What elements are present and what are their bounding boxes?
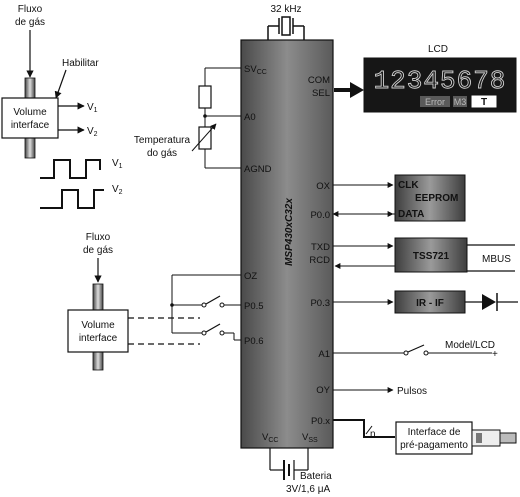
pin-agnd: AGND <box>244 164 272 175</box>
lcd-title: LCD <box>428 44 448 55</box>
eeprom-name: EEPROM <box>415 193 458 204</box>
pulsos-output: Pulsos <box>333 386 427 397</box>
out-v1: V1 <box>87 102 98 114</box>
flow-label-bottom-1: Fluxo <box>86 232 111 243</box>
lcd-flag-mid: M3 <box>454 97 467 107</box>
waveform-diagram: V1 V2 <box>40 158 123 209</box>
out-v2: V2 <box>87 126 98 138</box>
pin-vss: VSS <box>302 432 318 444</box>
mbus-label: MBUS <box>482 254 511 265</box>
model-lcd-sign: + <box>492 349 498 360</box>
pin-svcc: SVCC <box>244 64 267 76</box>
volume-bottom-label-1: Volume <box>81 320 115 331</box>
pin-vcc: VCC <box>262 432 278 444</box>
pin-p06: P0.6 <box>244 336 264 347</box>
volume-bottom-label-2: interface <box>79 333 118 344</box>
battery-label-1: Bateria <box>300 471 332 482</box>
mcu-chip: MSP430xC32x SVCC A0 AGND OZ P0.5 P0.6 CO… <box>240 39 334 449</box>
prepay-label-1: Interface de <box>408 427 461 438</box>
pin-p03: P0.3 <box>310 298 330 309</box>
eeprom-data: DATA <box>398 209 424 220</box>
pin-com: COM <box>308 75 330 86</box>
ir-module: IR - IF <box>333 290 518 314</box>
temperature-label-1: Temperatura <box>134 135 191 146</box>
pin-p00: P0.0 <box>310 210 330 221</box>
flow-label-top-1: Fluxo <box>18 4 43 15</box>
eeprom-clk: CLK <box>398 180 419 191</box>
volume-top-label-1: Volume <box>13 107 47 118</box>
eeprom-module: CLK EEPROM DATA <box>332 174 466 222</box>
pin-rcd: RCD <box>309 255 330 266</box>
model-lcd-switch: Model/LCD + <box>333 340 498 360</box>
reed-switches <box>170 274 241 341</box>
volume-interface-bottom: Fluxo de gás Volume interface <box>67 232 200 371</box>
temperature-label-2: do gás <box>147 148 177 159</box>
pin-sel: SEL <box>312 88 330 99</box>
ir-led-icon <box>482 294 496 310</box>
volume-interface-top: Fluxo de gás Habilitar Volume interface … <box>1 4 99 159</box>
pin-a0: A0 <box>244 112 256 123</box>
pin-a1: A1 <box>318 349 330 360</box>
model-lcd-label: Model/LCD <box>445 340 495 351</box>
enable-label: Habilitar <box>62 58 99 69</box>
wave-v1: V1 <box>112 158 123 170</box>
flow-label-top-2: de gás <box>15 17 45 28</box>
volume-top-label-2: interface <box>11 120 50 131</box>
pin-oy: OY <box>316 385 330 396</box>
flow-label-bottom-2: de gás <box>83 245 113 256</box>
lcd-display: LCD 12345678 Error M3 T <box>334 44 517 113</box>
battery: Bateria 3V/1,6 μA <box>269 448 332 495</box>
prepayment-interface: n Interface de pré-pagamento <box>333 419 517 455</box>
prepay-label-2: pré-pagamento <box>400 440 468 451</box>
pin-p05: P0.5 <box>244 301 264 312</box>
battery-label-2: 3V/1,6 μA <box>286 484 330 495</box>
ir-name: IR - IF <box>416 298 444 309</box>
crystal-oscillator: 32 kHz <box>267 4 305 40</box>
pin-p0x: P0.x <box>311 416 330 427</box>
tss-name: TSS721 <box>413 251 450 262</box>
tss721-module: TSS721 MBUS <box>333 237 515 273</box>
prepay-bus-n: n <box>370 429 376 440</box>
lcd-digits: 12345678 <box>374 66 507 96</box>
pulsos-label: Pulsos <box>397 386 427 397</box>
pin-oz: OZ <box>244 271 257 282</box>
wave-v2: V2 <box>112 184 123 196</box>
crystal-label: 32 kHz <box>270 4 301 15</box>
pin-txd: TXD <box>311 242 330 253</box>
temperature-sensor: Temperatura do gás <box>134 67 241 169</box>
lcd-flag-error: Error <box>425 97 445 107</box>
lcd-flag-t: T <box>481 97 487 108</box>
pin-ox: OX <box>316 181 330 192</box>
mcu-name: MSP430xC32x <box>284 198 295 266</box>
